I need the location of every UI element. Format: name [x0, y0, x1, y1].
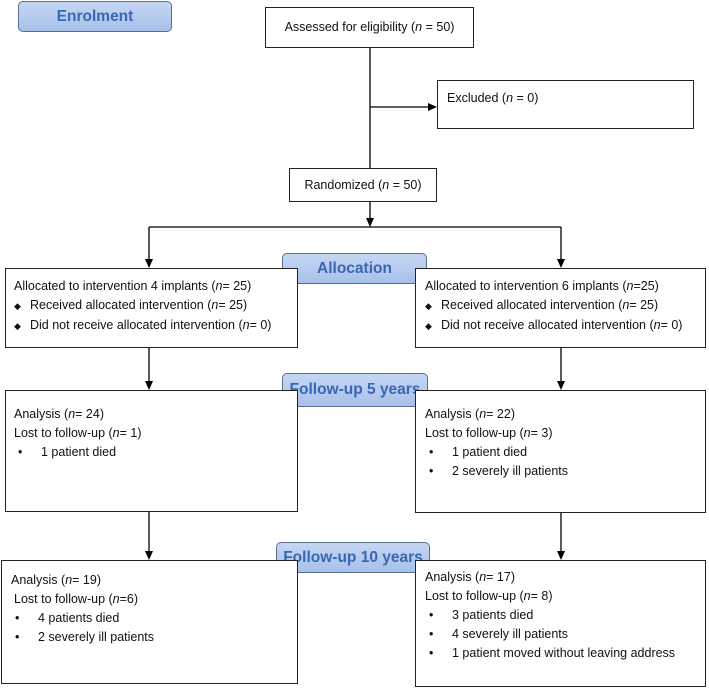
allocation-received: ◆Received allocated intervention (n = 25…	[425, 296, 705, 316]
analysis-count: Analysis (n = 24)	[14, 407, 104, 421]
arrowhead	[145, 381, 153, 390]
stage-label-allocation: Allocation	[282, 253, 427, 284]
allocation-title: Allocated to intervention 6 implants (n …	[425, 279, 659, 293]
bullet-icon: •	[18, 445, 23, 459]
stage-label-enrolment: Enrolment	[18, 1, 172, 32]
reason-item: •1 patient moved without leaving address	[425, 644, 705, 663]
bullet-icon: •	[15, 611, 20, 625]
reason-item: •2 severely ill patients	[11, 628, 297, 647]
arrowhead	[557, 551, 565, 560]
arrowhead	[145, 551, 153, 560]
bullet-icon: •	[429, 627, 434, 641]
allocation-not-received: ◆Did not receive allocated intervention …	[14, 316, 297, 336]
excluded-box: Excluded (n = 0)	[437, 80, 694, 129]
arrowhead	[428, 103, 437, 111]
left-followup-5-box: Analysis (n = 24) Lost to follow-up (n =…	[5, 390, 298, 512]
bullet-icon: •	[15, 630, 20, 644]
reason-item: •4 severely ill patients	[425, 625, 705, 644]
arrowhead	[557, 381, 565, 390]
analysis-count: Analysis (n = 19)	[11, 573, 101, 587]
lost-to-follow-up: Lost to follow-up (n = 1)	[14, 426, 142, 440]
lost-to-follow-up: Lost to follow-up (n =6)	[14, 592, 139, 606]
arrowhead	[145, 259, 153, 268]
bullet-icon: •	[429, 608, 434, 622]
right-followup-10-box: Analysis (n = 17) Lost to follow-up (n =…	[415, 560, 706, 687]
reason-item: •2 severely ill patients	[425, 462, 705, 481]
diamond-bullet-icon: ◆	[425, 301, 432, 311]
bullet-icon: •	[429, 464, 434, 478]
bullet-icon: •	[429, 646, 434, 660]
right-allocation-box: Allocated to intervention 6 implants (n …	[415, 268, 706, 348]
assessed-box: Assessed for eligibility (n = 50)	[265, 7, 474, 48]
left-followup-10-box: Analysis (n = 19) Lost to follow-up (n =…	[1, 560, 298, 684]
arrowhead	[366, 218, 374, 227]
reason-item: •1 patient died	[14, 443, 297, 462]
right-followup-5-box: Analysis (n = 22) Lost to follow-up (n =…	[415, 390, 706, 513]
reason-item: •3 patients died	[425, 606, 705, 625]
analysis-count: Analysis (n = 17)	[425, 570, 515, 584]
lost-to-follow-up: Lost to follow-up (n = 8)	[425, 589, 553, 603]
bullet-icon: •	[429, 445, 434, 459]
diamond-bullet-icon: ◆	[425, 321, 432, 331]
reason-item: •1 patient died	[425, 443, 705, 462]
allocation-title: Allocated to intervention 4 implants (n …	[14, 279, 252, 293]
left-allocation-box: Allocated to intervention 4 implants (n …	[5, 268, 298, 348]
stage-label-followup-10: Follow-up 10 years	[276, 542, 430, 573]
diamond-bullet-icon: ◆	[14, 301, 21, 311]
randomized-box: Randomized (n = 50)	[289, 168, 437, 202]
analysis-count: Analysis (n = 22)	[425, 407, 515, 421]
stage-label-followup-5: Follow-up 5 years	[282, 373, 428, 407]
reason-item: •4 patients died	[11, 609, 297, 628]
diamond-bullet-icon: ◆	[14, 321, 21, 331]
allocation-received: ◆Received allocated intervention (n = 25…	[14, 296, 297, 316]
lost-to-follow-up: Lost to follow-up (n = 3)	[425, 426, 553, 440]
allocation-not-received: ◆Did not receive allocated intervention …	[425, 316, 705, 336]
arrowhead	[557, 259, 565, 268]
